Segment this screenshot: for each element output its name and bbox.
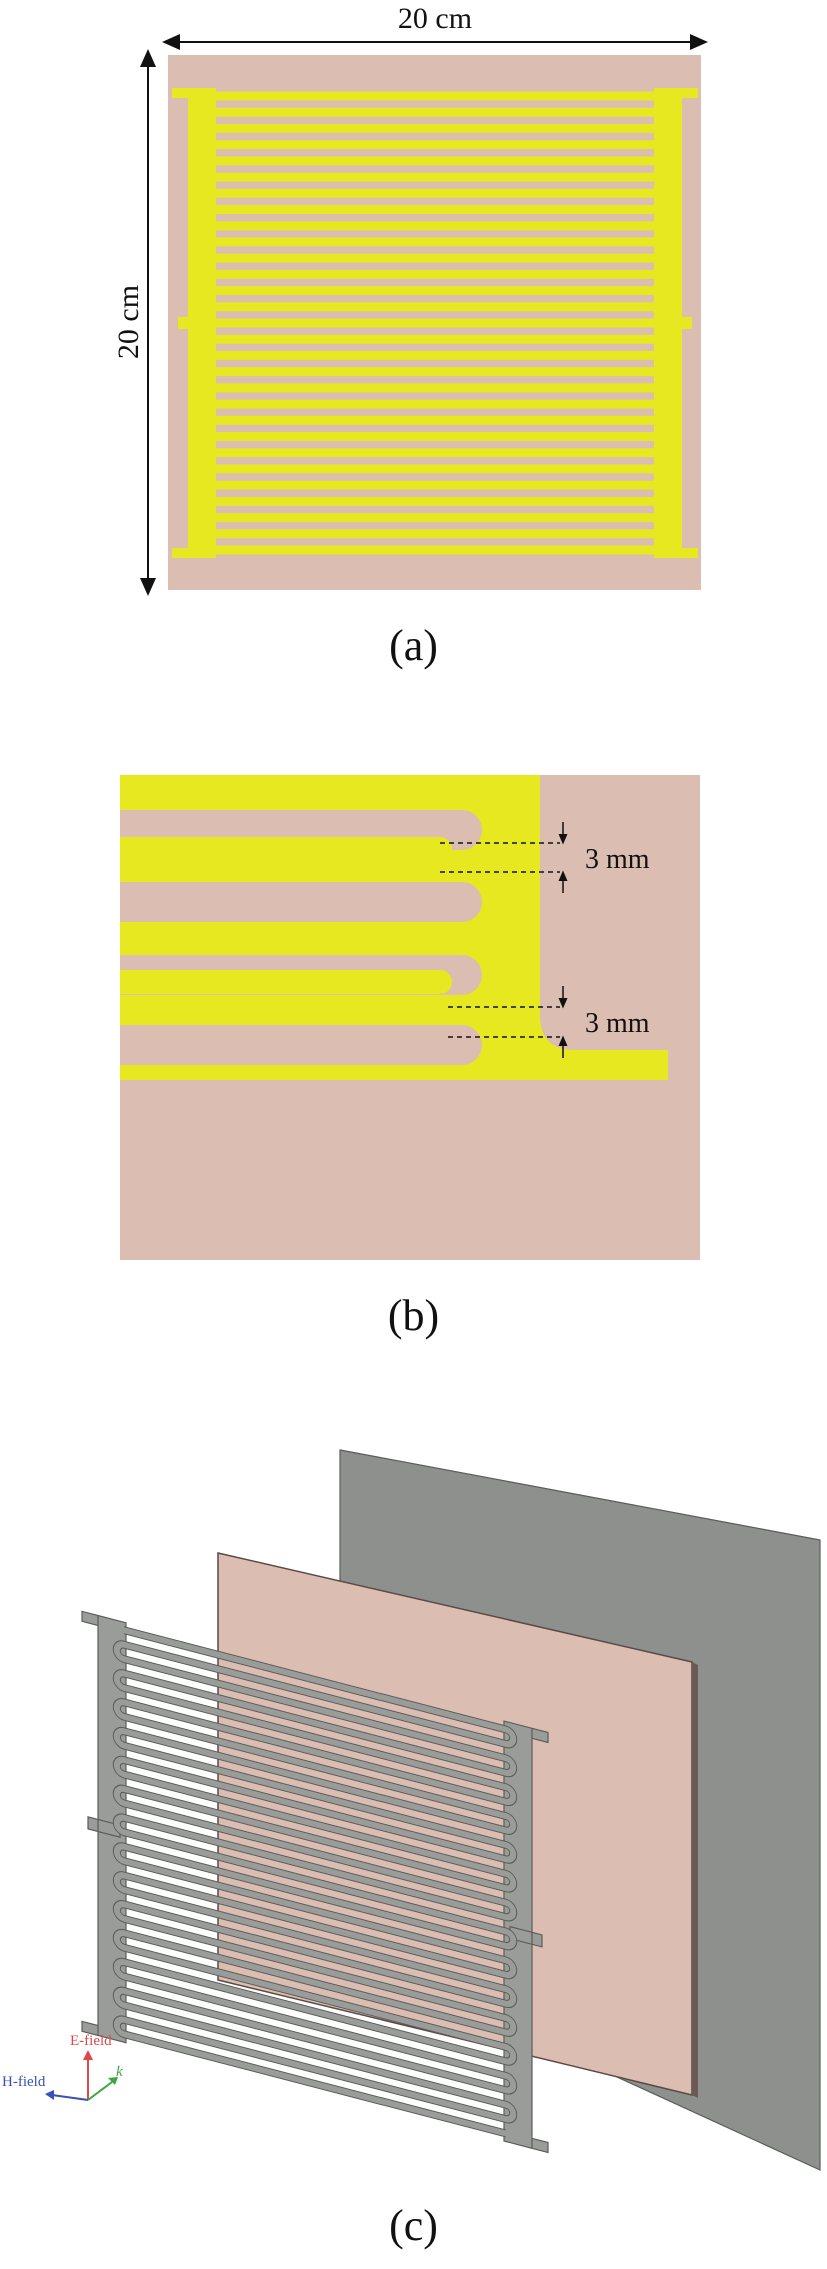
caption-c: (c) xyxy=(389,2201,438,2250)
field-axes: E-field H-field k xyxy=(2,2033,123,2101)
exploded-3d-view: E-field H-field k xyxy=(2,1449,821,2172)
width-label: 20 cm xyxy=(398,2,472,35)
panel-c: E-field H-field k (c) xyxy=(0,1390,827,2269)
substrate-edge xyxy=(692,1662,698,2098)
panel-a: 20 cm 20 cm (a) xyxy=(0,0,827,690)
k-label: k xyxy=(116,2064,123,2080)
panel-b: 3 mm 3 mm (b) xyxy=(0,760,827,1380)
caption-b: (b) xyxy=(387,1291,440,1340)
gap-label-top: 3 mm xyxy=(585,844,650,875)
e-field-label: E-field xyxy=(70,2033,112,2049)
gap-label-bottom: 3 mm xyxy=(585,1008,650,1039)
finger-tips-b xyxy=(120,837,452,994)
serpentine-trace xyxy=(201,91,669,555)
meander-pattern-a xyxy=(172,88,698,558)
caption-a: (a) xyxy=(389,621,438,670)
meander-zoom-view: 3 mm 3 mm xyxy=(120,775,700,1260)
meander-top-view: 20 cm 20 cm xyxy=(112,2,708,596)
serpentine-trace xyxy=(113,1627,517,2137)
meander-layer-3d xyxy=(81,1610,549,2154)
dimension-guides-b xyxy=(440,842,560,1038)
h-field-label: H-field xyxy=(2,2074,46,2090)
height-label: 20 cm xyxy=(112,285,145,359)
